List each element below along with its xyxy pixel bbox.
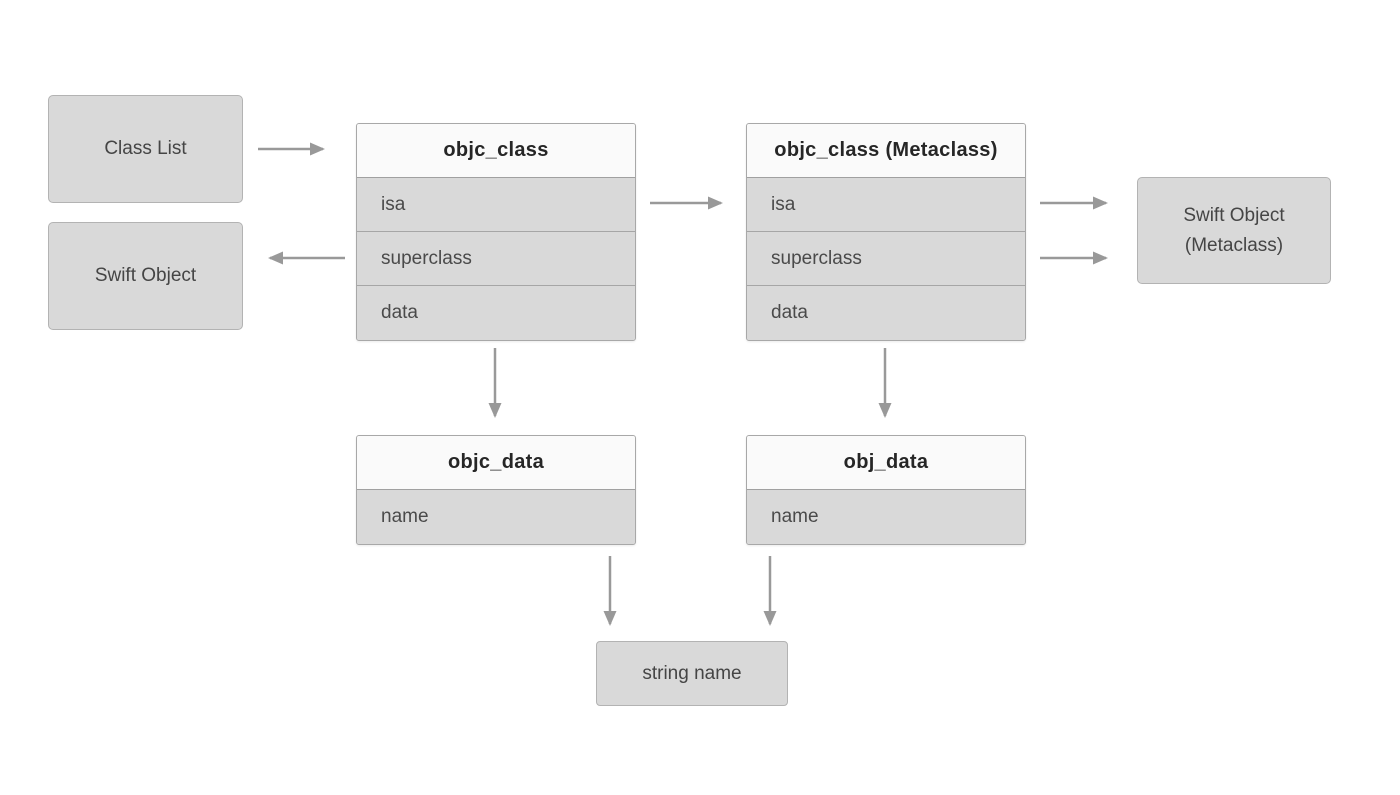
table-row-superclass: superclass <box>747 232 1025 286</box>
table-row-superclass: superclass <box>357 232 635 286</box>
table-row-isa: isa <box>357 178 635 232</box>
table-row-name: name <box>747 490 1025 544</box>
string-name-label: string name <box>642 662 742 684</box>
swift-object-box: Swift Object <box>48 222 243 330</box>
obj-data-table-title: obj_data <box>747 436 1025 490</box>
objc-class-table-title: objc_class <box>357 124 635 178</box>
swift-object-label: Swift Object <box>94 265 197 287</box>
table-row-isa: isa <box>747 178 1025 232</box>
objc-class-table: objc_class isa superclass data <box>356 123 636 341</box>
class-list-box: Class List <box>48 95 243 203</box>
table-row-data: data <box>747 286 1025 340</box>
class-list-label: Class List <box>104 138 187 160</box>
string-name-box: string name <box>596 641 788 706</box>
objc-data-table: objc_data name <box>356 435 636 545</box>
obj-data-table: obj_data name <box>746 435 1026 545</box>
table-row-data: data <box>357 286 635 340</box>
swift-object-metaclass-label: Swift Object (Metaclass) <box>1183 205 1285 256</box>
objc-class-metaclass-table-title: objc_class (Metaclass) <box>747 124 1025 178</box>
objc-data-table-title: objc_data <box>357 436 635 490</box>
swift-object-metaclass-box: Swift Object (Metaclass) <box>1137 177 1331 284</box>
table-row-name: name <box>357 490 635 544</box>
objc-class-metaclass-table: objc_class (Metaclass) isa superclass da… <box>746 123 1026 341</box>
